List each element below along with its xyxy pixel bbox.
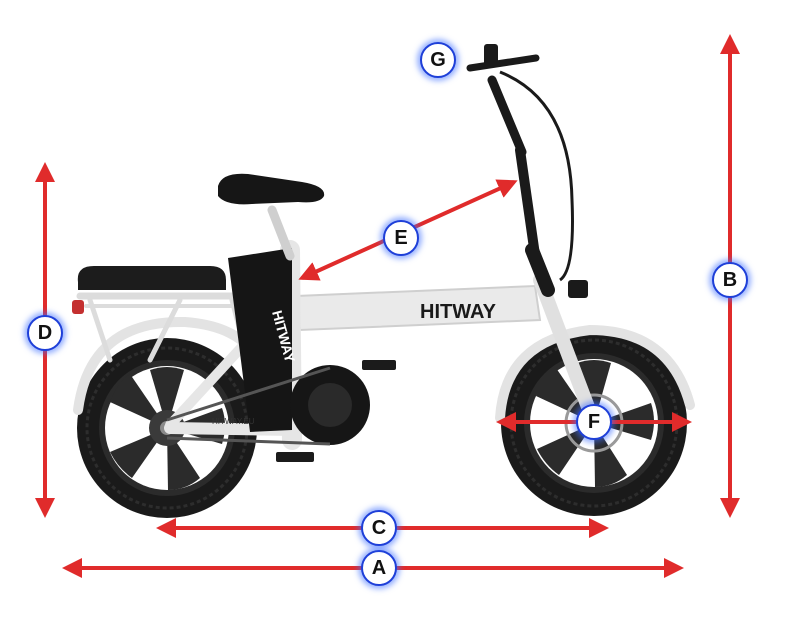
label-f: F — [576, 404, 612, 440]
rear-seat-pad — [77, 266, 226, 290]
headlight — [568, 280, 588, 298]
seat-post — [267, 205, 295, 261]
rear-light — [72, 300, 84, 314]
label-e: E — [383, 220, 419, 256]
label-c: C — [361, 510, 397, 546]
chainstay-text: HITWAY.EU — [212, 417, 255, 426]
chain — [166, 366, 331, 446]
handlebar — [466, 44, 574, 282]
front-fender — [495, 324, 695, 423]
label-a: A — [361, 550, 397, 586]
pedal-bottom — [276, 452, 314, 462]
label-d: D — [27, 315, 63, 351]
saddle — [218, 173, 325, 205]
frame-logo: HITWAY — [420, 301, 497, 323]
ebike-illustration: HITWAY HITWAY HITWAY.EU — [72, 44, 695, 518]
pedal-top — [362, 360, 396, 370]
label-b: B — [712, 262, 748, 298]
label-g: G — [420, 42, 456, 78]
